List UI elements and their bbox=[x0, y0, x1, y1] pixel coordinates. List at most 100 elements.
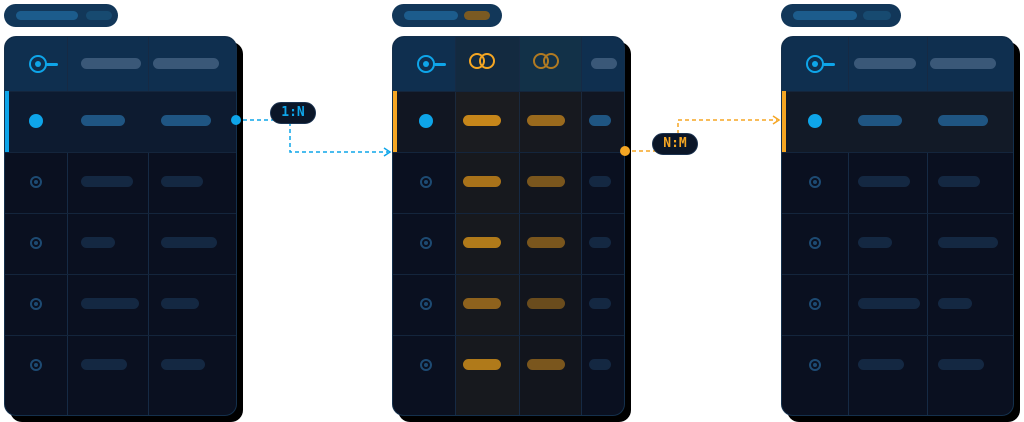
circle-dot-icon bbox=[808, 114, 822, 128]
connector-one-to-many bbox=[231, 115, 392, 157]
link-icon bbox=[519, 37, 581, 91]
link-icon bbox=[455, 37, 519, 91]
circle-dot-icon bbox=[420, 176, 432, 188]
cell-value bbox=[463, 237, 501, 248]
column-header bbox=[854, 58, 916, 69]
table-row[interactable] bbox=[393, 213, 624, 274]
connector-many-to-many bbox=[620, 115, 781, 156]
cell-value bbox=[858, 176, 910, 187]
table-row[interactable] bbox=[782, 335, 1013, 415]
circle-dot-icon bbox=[420, 298, 432, 310]
circle-dot-icon bbox=[809, 298, 821, 310]
column-divider bbox=[67, 37, 68, 415]
circle-dot-icon bbox=[30, 237, 42, 249]
cell-value bbox=[81, 237, 115, 248]
table-row[interactable] bbox=[782, 213, 1013, 274]
key-icon bbox=[806, 55, 835, 73]
cell-value bbox=[81, 176, 133, 187]
column-header bbox=[591, 58, 617, 69]
circle-dot-icon bbox=[419, 114, 433, 128]
cell-value bbox=[81, 298, 139, 309]
cell-value bbox=[589, 237, 611, 248]
circle-dot-icon bbox=[30, 298, 42, 310]
table-card-middle bbox=[392, 36, 625, 416]
circle-dot-icon bbox=[809, 176, 821, 188]
column-header bbox=[81, 58, 141, 69]
column-divider bbox=[519, 37, 520, 415]
table-tab-junction[interactable] bbox=[392, 4, 502, 27]
row-selection-indicator bbox=[5, 91, 9, 152]
cell-value bbox=[161, 115, 211, 126]
cell-value bbox=[938, 237, 998, 248]
table-row[interactable] bbox=[393, 274, 624, 335]
table-row[interactable] bbox=[782, 274, 1013, 335]
row-selection-indicator bbox=[393, 91, 397, 152]
cell-value bbox=[938, 176, 980, 187]
column-divider bbox=[848, 37, 849, 415]
circle-dot-icon bbox=[30, 176, 42, 188]
cell-value bbox=[161, 359, 205, 370]
table-row[interactable] bbox=[782, 152, 1013, 213]
table-row[interactable] bbox=[393, 152, 624, 213]
cell-value bbox=[161, 298, 199, 309]
column-header bbox=[930, 58, 996, 69]
table-card-left bbox=[4, 36, 237, 416]
row-selection-indicator bbox=[782, 91, 786, 152]
relation-badge-many-to-many: N:M bbox=[652, 133, 698, 155]
tab-count-placeholder bbox=[464, 11, 490, 20]
cell-value bbox=[527, 359, 565, 370]
table-tab-users[interactable] bbox=[4, 4, 118, 27]
tab-count-placeholder bbox=[863, 11, 891, 20]
cell-value bbox=[161, 176, 203, 187]
cell-value bbox=[589, 298, 611, 309]
cell-value bbox=[858, 115, 902, 126]
table-row[interactable] bbox=[5, 274, 236, 335]
circle-dot-icon bbox=[420, 237, 432, 249]
tab-label-placeholder bbox=[404, 11, 458, 20]
cell-value bbox=[527, 115, 565, 126]
circle-dot-icon bbox=[809, 359, 821, 371]
circle-dot-icon bbox=[29, 114, 43, 128]
cell-value bbox=[463, 176, 501, 187]
table-row[interactable] bbox=[5, 152, 236, 213]
relation-badge-one-to-many: 1:N bbox=[270, 102, 316, 124]
key-icon bbox=[29, 55, 58, 73]
cell-value bbox=[527, 176, 565, 187]
cell-value bbox=[589, 359, 611, 370]
cell-value bbox=[858, 359, 904, 370]
circle-dot-icon bbox=[420, 359, 432, 371]
table-card-right bbox=[781, 36, 1014, 416]
tab-label-placeholder bbox=[16, 11, 78, 20]
cell-value bbox=[81, 359, 127, 370]
cell-value bbox=[81, 115, 125, 126]
circle-dot-icon bbox=[809, 237, 821, 249]
column-divider bbox=[581, 37, 582, 415]
table-header bbox=[782, 37, 1013, 91]
column-header bbox=[153, 58, 219, 69]
table-header bbox=[5, 37, 236, 91]
tab-count-placeholder bbox=[86, 11, 112, 20]
cell-value bbox=[463, 115, 501, 126]
cell-value bbox=[161, 237, 217, 248]
cell-value bbox=[858, 237, 892, 248]
cell-value bbox=[527, 237, 565, 248]
column-divider bbox=[927, 37, 928, 415]
cell-value bbox=[463, 359, 501, 370]
tab-label-placeholder bbox=[793, 11, 857, 20]
table-row[interactable] bbox=[393, 335, 624, 415]
table-row[interactable] bbox=[5, 335, 236, 415]
cell-value bbox=[589, 115, 611, 126]
table-tab-roles[interactable] bbox=[781, 4, 901, 27]
cell-value bbox=[938, 298, 972, 309]
cell-value bbox=[589, 176, 611, 187]
cell-value bbox=[938, 359, 984, 370]
table-row[interactable] bbox=[5, 213, 236, 274]
column-divider bbox=[455, 37, 456, 415]
cell-value bbox=[938, 115, 988, 126]
cell-value bbox=[527, 298, 565, 309]
circle-dot-icon bbox=[30, 359, 42, 371]
table-header bbox=[393, 37, 624, 91]
column-divider bbox=[148, 37, 149, 415]
cell-value bbox=[858, 298, 920, 309]
